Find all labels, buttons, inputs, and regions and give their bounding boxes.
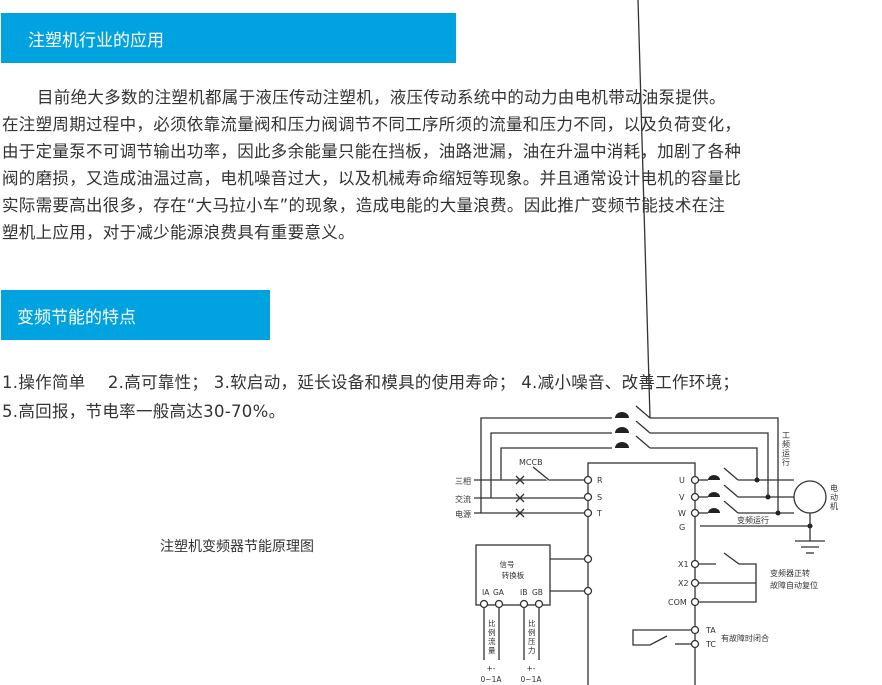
flow-label: 流 [488,636,496,646]
paragraph-line: 由于定量泵不可调节输出功率，因此多余能量只能在挡板，油路泄漏，油在升温中消耗，加… [2,142,742,161]
section-header-injection-application: 注塑机行业的应用 [1,13,456,63]
motor-label: 机 [830,501,838,511]
terminal-label: V [679,493,685,502]
terminal-label: X1 [678,560,689,569]
pressure-label: 压 [528,637,536,646]
terminal-label: COM [668,598,687,607]
motor-icon [793,480,827,514]
pressure-label: 例 [528,627,536,637]
board-title: 信号 [500,559,515,569]
terminal-label: TA [705,626,716,635]
section-header-features: 变频节能的特点 [1,290,270,340]
signal-board [475,544,551,606]
polarity-label: +- [487,664,496,673]
terminal-label: X2 [678,579,689,588]
board-terminal-label: IB [520,588,527,597]
inverter-box [587,462,696,685]
flow-label: 例 [488,627,496,637]
bypass-label: 运 [782,449,790,458]
paragraph-line: 实际需要高出很多，存在“大马拉小车”的现象，造成电能的大量浪费。因此推广变频节能… [2,196,726,215]
signal-wires [483,608,540,660]
terminal-icons [583,475,700,649]
feature-line: 5.高回报，节电率一般高达30-70%。 [2,402,286,421]
breaker-x-icon [515,475,525,518]
input-label: 交流 [455,494,471,504]
board-title: 转换板 [502,570,525,580]
range-label: 0~1A [481,675,503,684]
terminal-label: T [596,509,602,518]
paragraph-line: 塑机上应用，对于减少能源浪费具有重要意义。 [2,223,355,242]
board-terminal-icons [479,599,544,609]
mccb-label: MCCB [519,458,543,467]
motor-label: 动 [830,492,838,502]
input-wires [474,465,584,518]
vf-run-label: 变频运行 [737,515,769,525]
terminal-label: G [679,523,685,532]
control-label: 变频器正转 [770,568,810,578]
board-terminal-label: GA [493,588,505,597]
board-terminal-label: IA [482,588,490,597]
output-contactor-icon [708,475,813,529]
terminal-label: TC [705,640,716,649]
input-label: 电源 [455,509,471,519]
flow-label: 比 [488,618,496,628]
bypass-label: 行 [782,457,790,467]
pressure-label: 力 [528,645,536,655]
ground-icon [795,513,825,554]
paragraph-line: 目前绝大多数的注塑机都属于液压传动注塑机，液压传动系统中的动力由电机带动油泵提供… [37,88,726,107]
paragraph-line: 在注塑周期过程中，必须依靠流量阀和压力阀调节不同工序所须的流量和压力不同，以及负… [2,115,742,134]
relay-label: 有故障时闭合 [721,633,769,643]
flow-label: 量 [488,646,496,655]
bypass-contactor-icon [615,412,629,448]
output-wires [699,467,810,527]
input-label: 三相 [455,476,471,486]
paragraph-line: 阀的磨损，又造成油温过高，电机噪音过大，以及机械寿命缩短等现象。并且通常设计电机… [2,169,742,188]
motor-label: 电 [830,483,838,493]
terminal-label: S [597,493,602,502]
terminal-label: R [597,476,603,485]
polarity-label: +- [527,664,536,673]
range-label: 0~1A [521,675,543,684]
terminal-label: W [678,509,686,518]
diagram-caption: 注塑机变频器节能原理图 [160,539,314,555]
bypass-wires [480,0,779,513]
board-terminal-label: GB [532,588,543,597]
pressure-label: 比 [528,618,536,628]
control-wires [632,552,757,646]
section-title: 变频节能的特点 [17,307,136,328]
feature-line: 1.操作简单 2.高可靠性； 3.软启动，延长设备和模具的使用寿命； 4.减小噪… [2,373,740,392]
bypass-label: 工 [782,431,790,440]
bypass-label: 频 [782,439,790,449]
terminal-label: U [679,476,685,485]
control-label: 故障自动复位 [770,580,818,590]
section-title: 注塑机行业的应用 [28,30,164,51]
